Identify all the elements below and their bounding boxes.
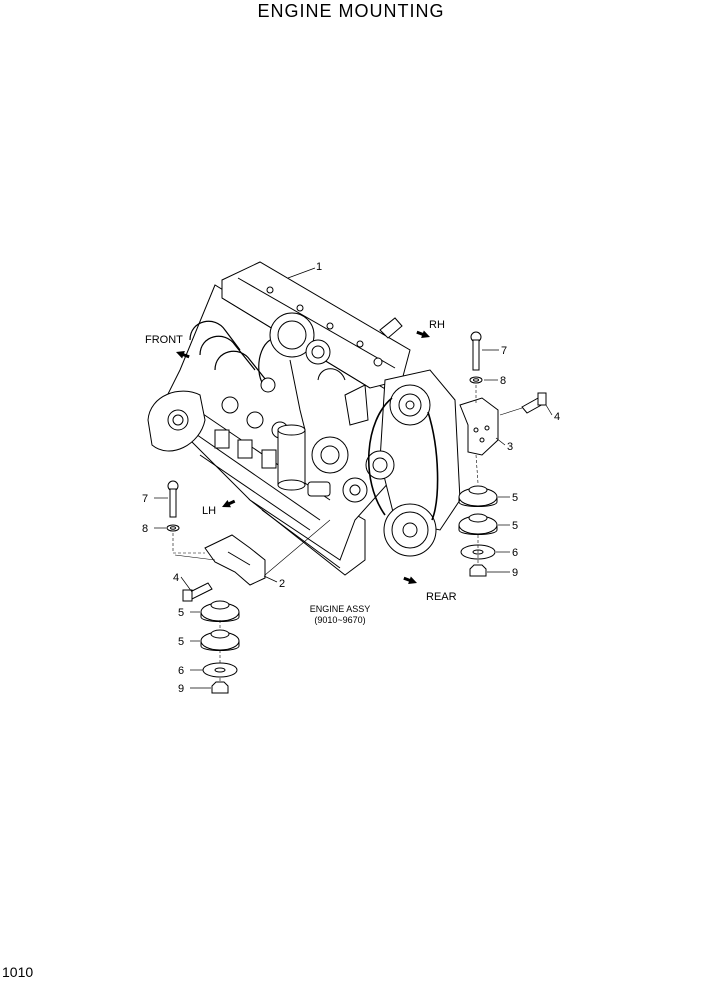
callout-4-lh: 4: [173, 572, 179, 584]
callout-5-lh-upper: 5: [178, 607, 184, 619]
rear-label: REAR: [426, 591, 457, 603]
callout-9-lh: 9: [178, 683, 184, 695]
page-title: ENGINE MOUNTING: [257, 1, 445, 21]
engine-caption-line1: ENGINE ASSY: [310, 604, 371, 614]
callout-1: 1: [316, 261, 322, 273]
callout-4-rh: 4: [554, 411, 560, 423]
callout-5-rh-lower: 5: [512, 520, 518, 532]
engine-assembly: [147, 261, 461, 576]
callout-7-rh: 7: [501, 345, 507, 357]
lh-mount-parts: [166, 480, 266, 694]
callout-6-lh: 6: [178, 665, 184, 677]
lh-label: LH: [202, 505, 216, 517]
rh-label: RH: [429, 319, 445, 331]
front-label: FRONT: [145, 334, 183, 346]
callout-2: 2: [279, 578, 285, 590]
callout-5-lh-lower: 5: [178, 636, 184, 648]
callout-8-lh: 8: [142, 523, 148, 535]
rh-mount-parts: [458, 331, 547, 577]
engine-caption-line2: (9010~9670): [314, 615, 365, 625]
callout-8-rh: 8: [500, 375, 506, 387]
callout-6-rh: 6: [512, 547, 518, 559]
leader-lines: [154, 267, 553, 689]
callout-9-rh: 9: [512, 567, 518, 579]
callout-7-lh: 7: [142, 493, 148, 505]
callout-3: 3: [507, 441, 513, 453]
callout-5-rh-upper: 5: [512, 492, 518, 504]
page-number: 1010: [2, 964, 34, 980]
